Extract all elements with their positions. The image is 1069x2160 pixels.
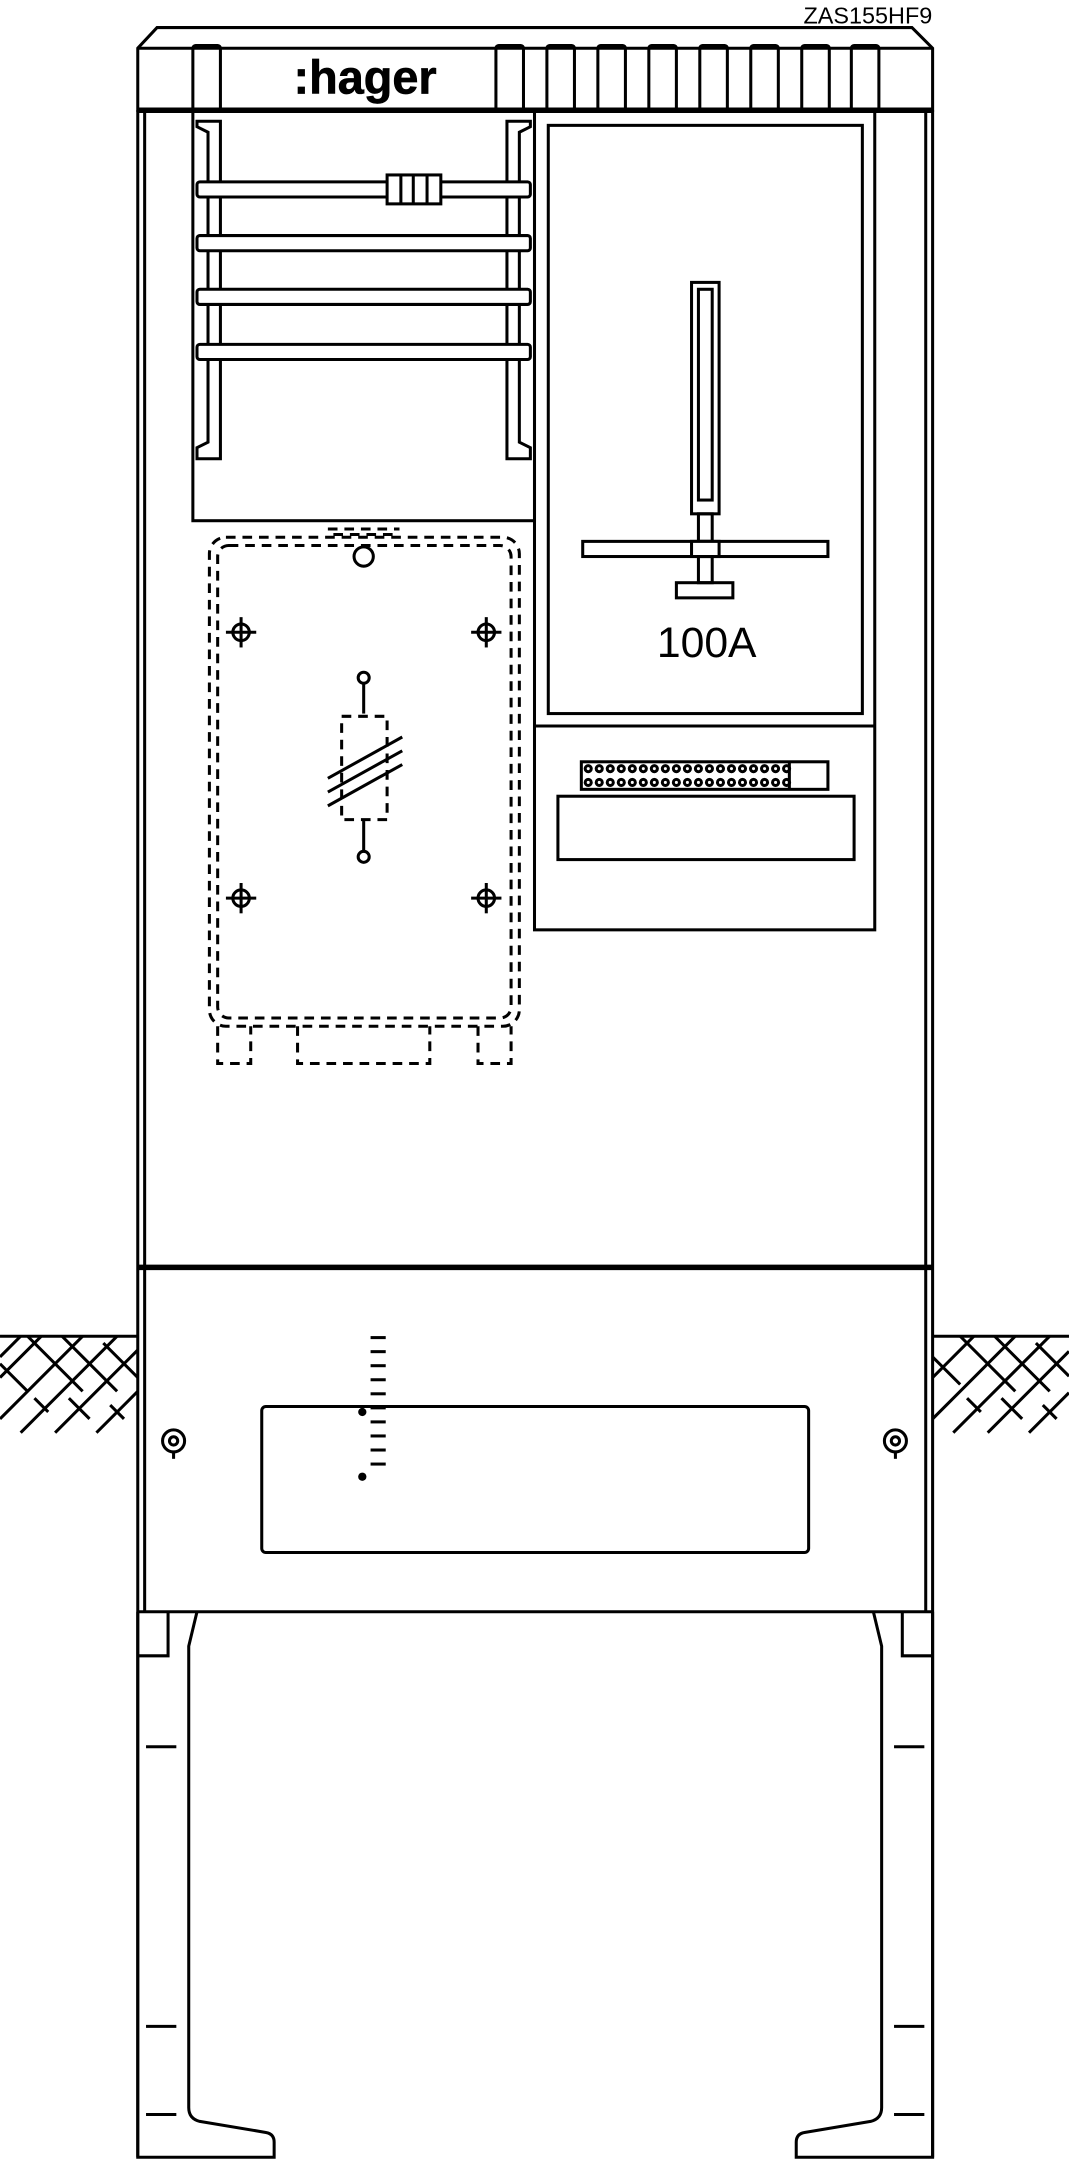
hatch-line [993,1335,1051,1393]
terminal-dot [594,764,604,774]
terminal-dot [748,764,759,774]
terminal-dot [616,764,626,774]
hatch-line [931,1335,1017,1420]
hatch-line [1000,1397,1024,1420]
cable-entry-plate [260,1404,811,1555]
terminal-dot [682,777,692,787]
fuse-panel-outline [207,527,521,1065]
terminal-dot [771,764,781,774]
meter-rating-label: 100A [657,619,757,667]
terminal-strip [579,760,830,791]
terminal-dot [583,777,593,787]
terminal-dot [605,764,615,774]
busbar-compartment [191,108,537,523]
lower-section [161,1336,908,1555]
hager-logo: :hager [293,52,436,104]
terminal-dot [715,777,726,787]
terminal-dot [671,764,681,774]
hatch-line [959,1335,1017,1393]
hatch-line [965,1397,982,1414]
screw-icon [882,1428,908,1459]
terminal-dot [682,764,692,774]
terminal-dot [726,777,737,787]
hatch-line [102,1342,139,1379]
terminal-dot [782,777,792,787]
terminal-dot [726,764,737,774]
hatch-line [1034,1342,1069,1378]
terminal-dot [760,777,770,787]
hatch-line [1041,1404,1058,1420]
terminal-dot [704,777,714,787]
hatch-line [109,1404,126,1420]
terminal-dot [771,777,781,787]
terminal-dot [693,777,703,787]
terminal-dot [693,764,703,774]
hatch-line [0,1362,29,1393]
terminal-dot [782,764,792,774]
terminal-dot [605,777,615,787]
busbar [195,234,532,253]
hatch-line [19,1335,119,1434]
hatch-line [26,1335,84,1393]
terminal-dot [671,777,681,787]
model-label: ZAS155HF9 [803,2,932,28]
ground-hatching [0,1334,1069,1434]
hatch-line [931,1355,962,1386]
screw-icon [161,1428,187,1459]
roof: :hager [136,26,935,113]
terminal-dot [748,777,759,787]
plinth-legs [136,1611,935,2159]
hatch-line [60,1335,119,1393]
busbar [195,180,532,199]
hatch-line [0,1335,84,1420]
terminal-dot [649,777,659,787]
terminal-dot [649,764,659,774]
terminal-dot [704,764,714,774]
hatch-line [54,1348,139,1434]
terminal-dot [760,764,770,774]
terminal-dot [737,777,748,787]
terminal-dot [638,777,648,787]
terminal-dot [627,764,637,774]
hatch-line [986,1350,1069,1434]
terminal-dot [638,764,648,774]
busbar [195,287,532,306]
terminal-dot [583,764,593,774]
terminal-dot [660,777,670,787]
hatch-line [0,1335,22,1358]
hatch-line [33,1397,50,1414]
meter-compartment: 100A [532,108,877,932]
terminal-dot [616,777,626,787]
hatch-line [952,1335,1051,1434]
terminal-dot [660,764,670,774]
terminal-dot [594,777,604,787]
terminal-dot [627,777,637,787]
terminal-dot [715,764,726,774]
hatch-line [67,1397,91,1420]
terminal-dot [737,764,748,774]
busbar [195,342,532,362]
